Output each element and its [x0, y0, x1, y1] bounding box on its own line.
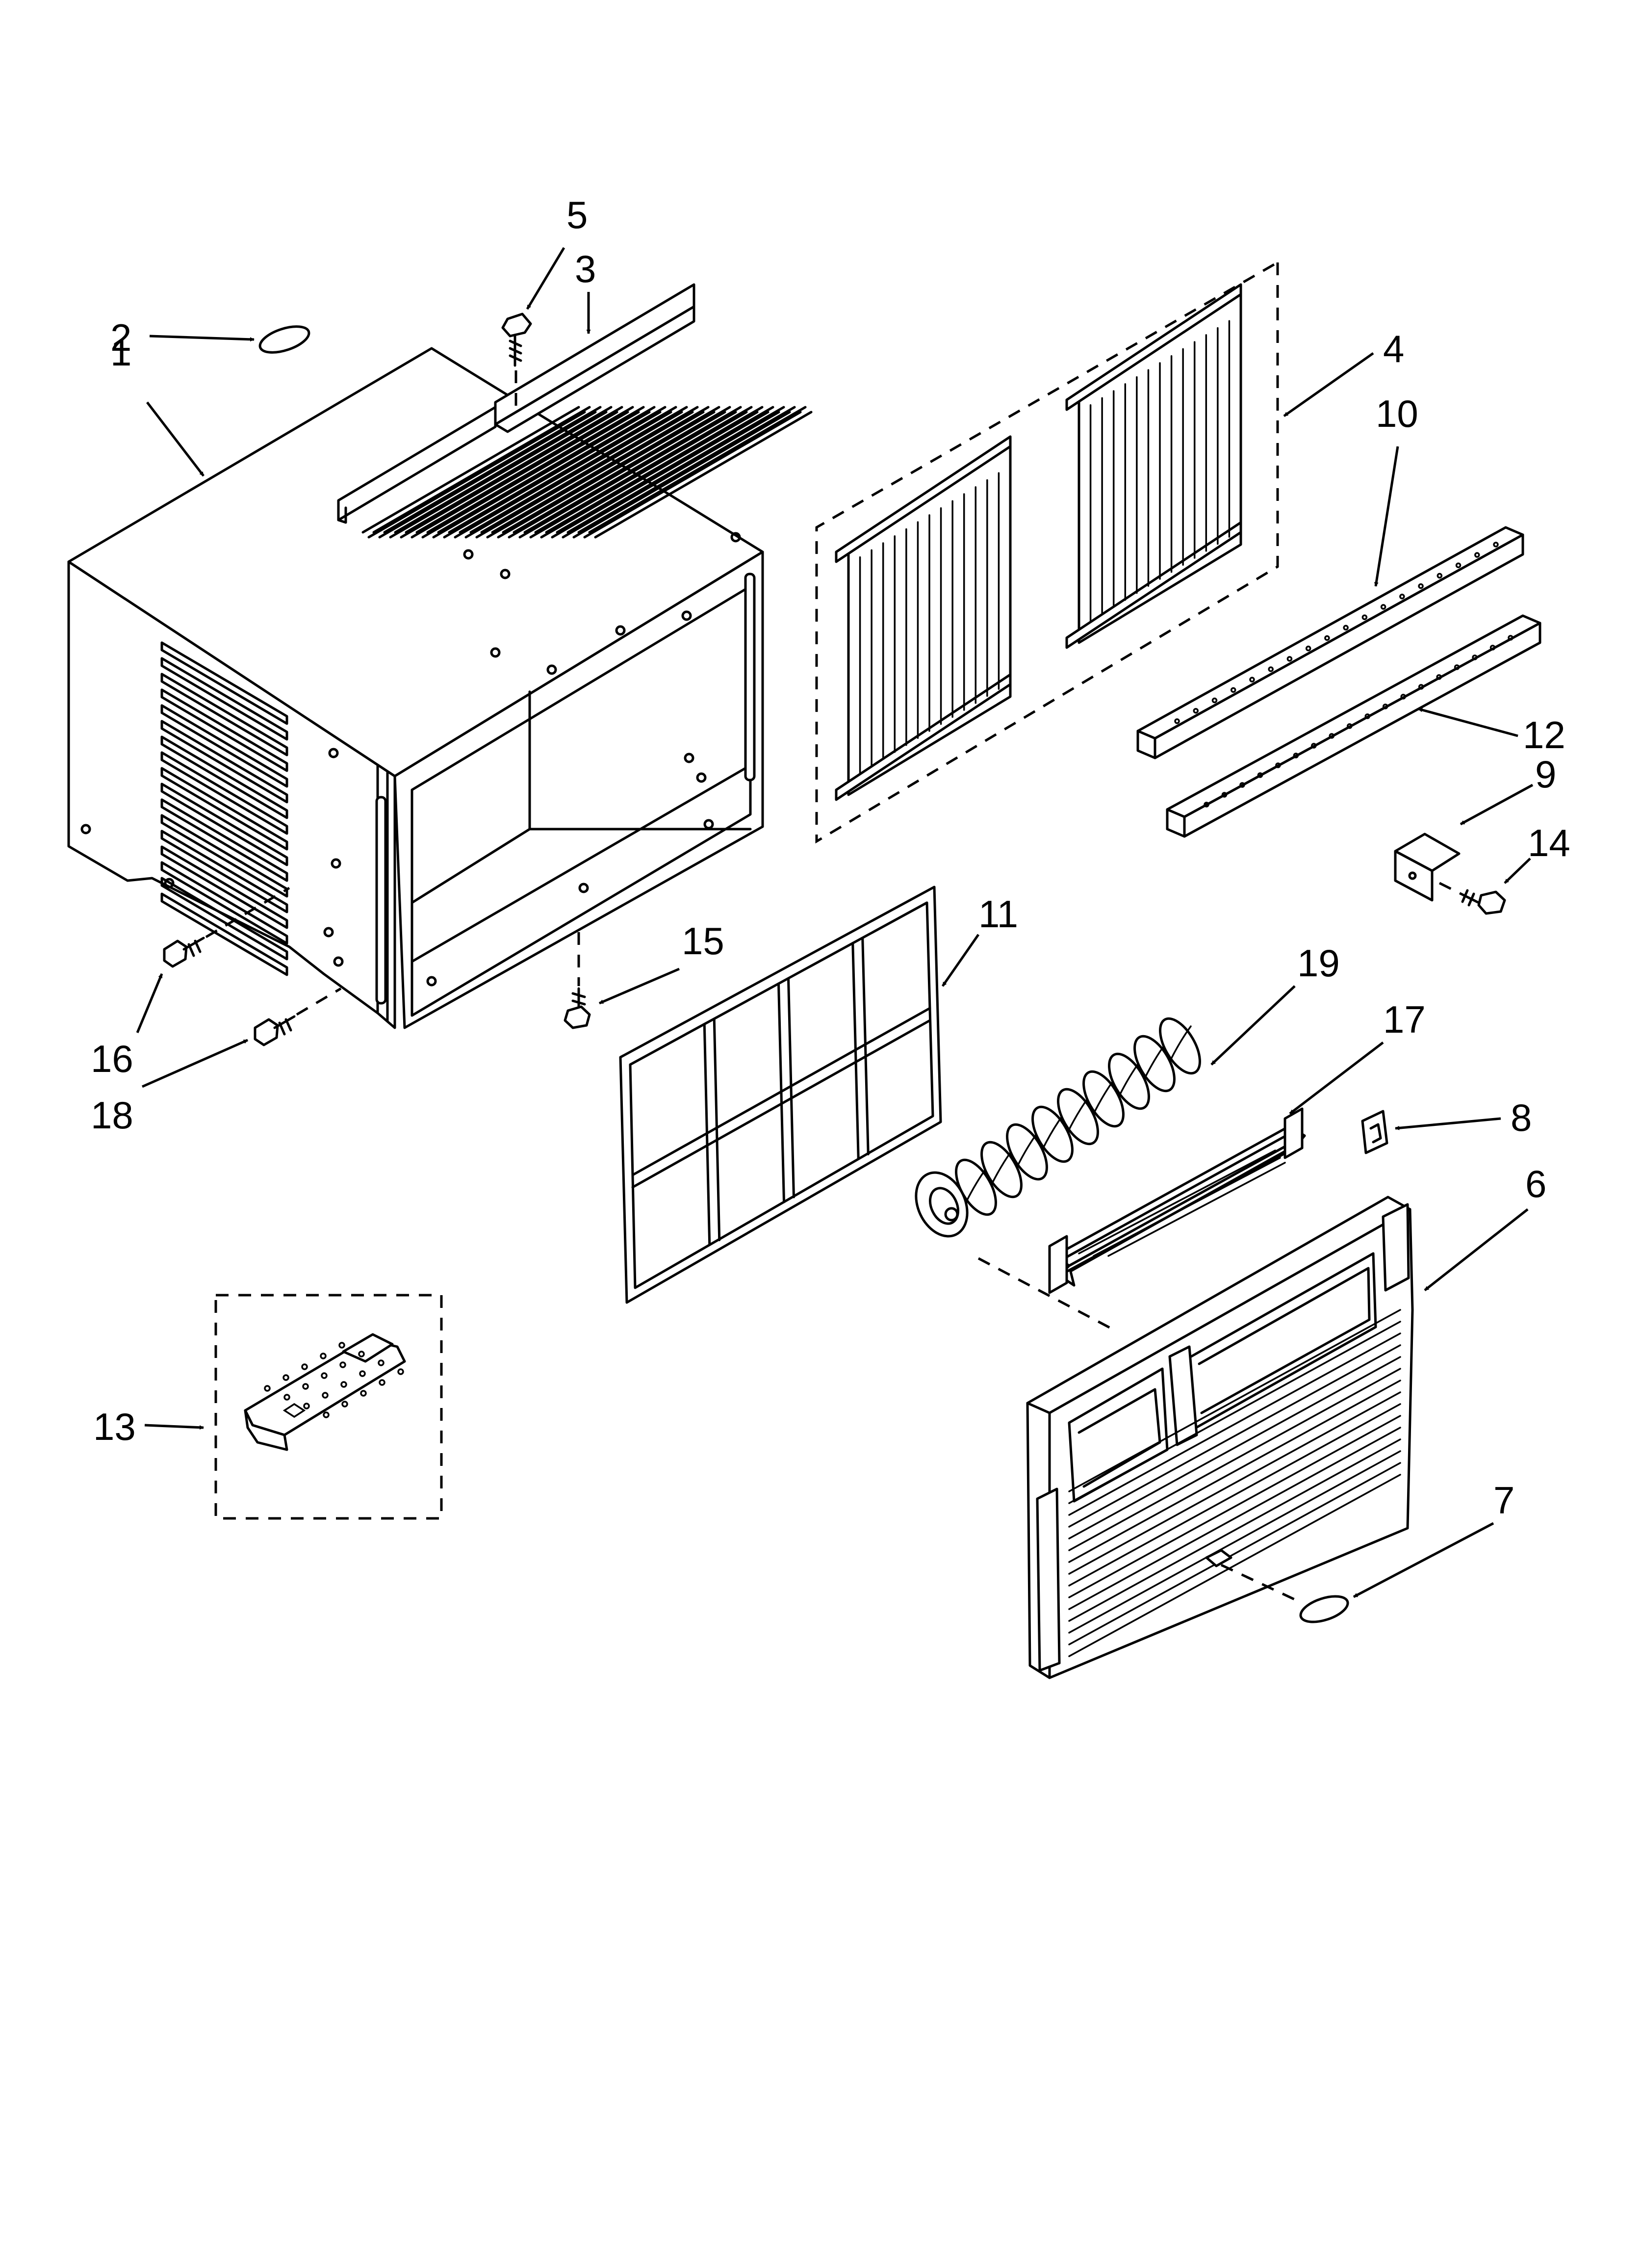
leader-2 — [149, 335, 255, 342]
curtain-kit-outline — [815, 260, 1279, 844]
leader-5 — [526, 247, 565, 310]
callout-9: 9 — [1535, 753, 1556, 796]
callout-1: 1 — [110, 331, 131, 374]
cabinet-top-louvers — [361, 406, 813, 539]
leader-19 — [1210, 985, 1296, 1066]
callout-12: 12 — [1523, 713, 1565, 756]
front-grille — [1026, 1196, 1414, 1679]
grille-plug — [1299, 1595, 1349, 1623]
callout-7: 7 — [1493, 1479, 1514, 1522]
bracket-screw — [1461, 889, 1506, 915]
sill-rail-lower — [1166, 614, 1541, 838]
remote-control — [244, 1333, 406, 1451]
side-curtain-left — [835, 435, 1012, 801]
leader-16 — [136, 973, 163, 1033]
leader-18 — [141, 1039, 249, 1088]
callout-3: 3 — [575, 247, 596, 290]
blower-wheel — [915, 1017, 1201, 1238]
cabinet-slot-left — [375, 796, 387, 1005]
cabinet-plug — [258, 325, 310, 354]
leader-6 — [1424, 1208, 1529, 1291]
cabinet-housing — [67, 347, 813, 1029]
leader-13 — [144, 1424, 204, 1430]
air-filter — [619, 886, 942, 1304]
callout-16: 16 — [91, 1037, 133, 1080]
callout-labels: 1 2 3 4 5 6 7 8 9 10 11 12 13 14 15 16 1… — [91, 193, 1570, 1598]
leader-10 — [1374, 446, 1399, 587]
callout-15: 15 — [682, 919, 724, 963]
cabinet-interior — [410, 690, 752, 963]
callout-8: 8 — [1511, 1096, 1532, 1139]
callout-18: 18 — [91, 1094, 133, 1137]
cabinet-opening — [410, 585, 752, 1017]
callout-2: 2 — [110, 316, 131, 359]
callout-14: 14 — [1528, 821, 1570, 864]
side-screw-upper — [163, 937, 205, 968]
cabinet-holes — [80, 532, 741, 987]
callout-11: 11 — [978, 892, 1018, 936]
callout-17: 17 — [1383, 998, 1426, 1041]
sill-rail-upper — [1136, 526, 1524, 759]
cabinet-side-louvers — [160, 641, 288, 976]
cabinet-slot-right — [744, 573, 756, 782]
remote-control-kit — [214, 1294, 443, 1520]
callout-6: 6 — [1525, 1162, 1546, 1205]
callout-13: 13 — [93, 1405, 136, 1448]
callout-19: 19 — [1297, 941, 1340, 985]
front-clip — [1361, 1110, 1388, 1154]
leader-8 — [1395, 1117, 1501, 1130]
leader-14 — [1504, 858, 1531, 884]
leader-1 — [146, 401, 205, 477]
window-curtain-kit — [815, 260, 1279, 844]
leader-11 — [941, 934, 980, 987]
leader-7 — [1353, 1522, 1494, 1598]
leader-15 — [599, 967, 680, 1005]
leader-17 — [1289, 1042, 1384, 1115]
leader-12 — [1418, 707, 1518, 737]
callout-5: 5 — [566, 193, 588, 236]
top-screw — [501, 313, 532, 407]
louver-assembly — [1048, 1107, 1306, 1294]
leader-9 — [1460, 783, 1534, 826]
side-bracket — [1394, 833, 1461, 902]
bottom-screw — [564, 932, 591, 1029]
top-rail — [337, 283, 695, 524]
callout-4: 4 — [1383, 327, 1404, 370]
side-screw-lower — [254, 1015, 296, 1046]
side-curtain-right — [1065, 283, 1242, 649]
remote-kit-outline — [214, 1294, 443, 1520]
leader-4 — [1283, 352, 1374, 417]
callout-10: 10 — [1376, 392, 1418, 435]
